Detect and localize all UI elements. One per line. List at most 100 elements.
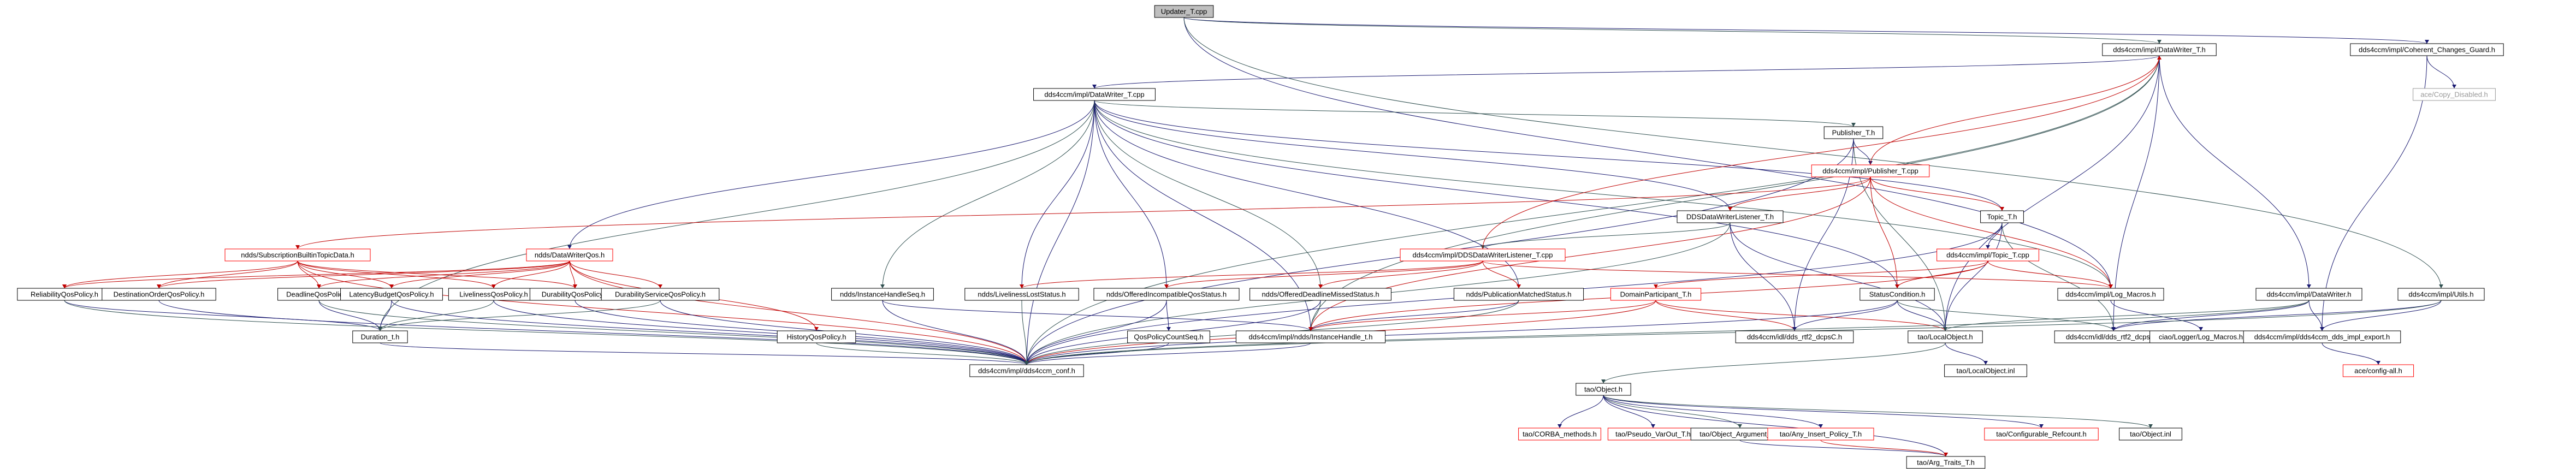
arrowhead [1944, 453, 1948, 456]
node-label: ace/config-all.h [2354, 367, 2402, 375]
node-any-insert[interactable]: tao/Any_Insert_Policy_T.h [1767, 428, 1874, 441]
node-dwl-cpp[interactable]: dds4ccm/impl/DDSDataWriterListener_T.cpp [1400, 248, 1566, 262]
node-box [2342, 364, 2414, 377]
node-label: ndds/OfferedDeadlineMissedStatus.h [1262, 290, 1379, 299]
node-dest-order[interactable]: DestinationOrderQosPolicy.h [102, 288, 216, 301]
node-offered-deadline[interactable]: ndds/OfferedDeadlineMissedStatus.h [1249, 288, 1391, 301]
node-label: HistoryQosPolicy.h [787, 333, 846, 341]
arrowhead [573, 284, 577, 288]
node-topic-h[interactable]: Topic_T.h [1980, 210, 2024, 223]
node-writer-h[interactable]: dds4ccm/impl/DataWriter_T.h [2102, 43, 2217, 56]
edge-dwl_cpp-to-writer_h [1482, 55, 2160, 250]
node-utils[interactable]: dds4ccm/impl/Utils.h [2397, 288, 2485, 301]
node-pub-matched[interactable]: ndds/PublicationMatchedStatus.h [1453, 288, 1584, 301]
arrowhead [1792, 327, 1797, 331]
node-label: ndds/LivelinessLostStatus.h [978, 290, 1065, 299]
node-box [1453, 288, 1584, 301]
node-durability[interactable]: DurabilityQosPolicy.h [529, 288, 621, 301]
node-offered-incompat[interactable]: ndds/OfferedIncompatibleQosStatus.h [1093, 288, 1240, 301]
arrowhead [295, 245, 300, 249]
node-rti-dcps[interactable]: dds4ccm/idl/dds_rtf2_dcpsC.h [1735, 330, 1854, 343]
node-local-obj[interactable]: tao/LocalObject.h [1908, 330, 1983, 343]
node-label: Duration_t.h [361, 333, 400, 341]
node-pseudo-var[interactable]: tao/Pseudo_VarOut_T.h [1607, 428, 1699, 441]
node-duration[interactable]: Duration_t.h [352, 330, 408, 343]
edge-writer_cpp-to-duration [380, 100, 1095, 331]
node-logger[interactable]: ciao/Logger/Log_Macros.h [2149, 330, 2252, 343]
node-domain-part[interactable]: DomainParticipant_T.h [1610, 288, 1702, 301]
node-box [1908, 330, 1983, 343]
node-reliability[interactable]: ReliabilityQosPolicy.h [17, 288, 112, 301]
node-copy-disabled[interactable]: ace/Copy_Disabled.h [2413, 88, 2496, 101]
node-sub-builtin[interactable]: ndds/SubscriptionBuiltinTopicData.h [224, 248, 371, 262]
edge-sub_builtin-to-liveliness_pol [297, 260, 494, 289]
node-label: dds4ccm/impl/ndds/InstanceHandle_t.h [1249, 333, 1373, 341]
node-impl-export[interactable]: dds4ccm/impl/dds4ccm_dds_impl_export.h [2243, 330, 2401, 343]
node-latency[interactable]: LatencyBudgetQosPolicy.h [340, 288, 443, 301]
edge-pub_matched-to-ih_t [1310, 300, 1519, 331]
arrowhead [157, 284, 161, 288]
edge-writer_cpp-to-conf [1026, 100, 1095, 365]
node-impl-writer[interactable]: dds4ccm/impl/DataWriter.h [2255, 288, 2362, 301]
edge-updater-to-writer_h [1183, 17, 2160, 44]
node-tao-object[interactable]: tao/Object.h [1576, 383, 1631, 396]
node-writer-qos[interactable]: ndds/DataWriterQos.h [526, 248, 613, 262]
node-topic-cpp[interactable]: dds4ccm/impl/Topic_T.cpp [1937, 248, 2039, 262]
edge-publisher_cpp-to-status_cond [1870, 176, 1898, 289]
node-label: tao/Any_Insert_Policy_T.h [1780, 430, 1862, 438]
edge-ih_seq-to-conf [882, 300, 1027, 365]
node-history[interactable]: HistoryQosPolicy.h [777, 330, 856, 343]
node-box [1610, 288, 1702, 301]
node-updater[interactable]: Updater_T.cpp [1154, 5, 1214, 18]
node-box [2119, 428, 2182, 441]
node-box [1735, 330, 1854, 343]
edge-dest_order-to-conf [158, 300, 1027, 365]
node-configurable[interactable]: tao/Configurable_Refcount.h [1984, 428, 2099, 441]
node-label: tao/LocalObject.h [1917, 333, 1973, 341]
edge-writer_cpp-to-topic_h [1094, 100, 2003, 211]
node-dur-service[interactable]: DurabilityServiceQosPolicy.h [601, 288, 720, 301]
node-ccg[interactable]: dds4ccm/impl/Coherent_Changes_Guard.h [2350, 43, 2504, 56]
node-box [601, 288, 720, 301]
node-ih-t[interactable]: dds4ccm/impl/ndds/InstanceHandle_t.h [1235, 330, 1386, 343]
arrowhead [658, 284, 662, 288]
node-box [2057, 288, 2164, 301]
node-dwl-h[interactable]: DDSDataWriterListener_T.h [1677, 210, 1784, 223]
edge-writer_h-to-conf [1026, 55, 2160, 365]
node-corba-methods[interactable]: tao/CORBA_methods.h [1518, 428, 1601, 441]
node-rti-dcps2[interactable]: dds4ccm/idl/dds_rtf2_dcpsC.h [2054, 330, 2173, 343]
node-writer-cpp[interactable]: dds4ccm/impl/DataWriter_T.cpp [1033, 88, 1156, 101]
edge-local_obj-to-tao_object [1603, 342, 1946, 384]
node-label: DurabilityServiceQosPolicy.h [615, 290, 706, 299]
node-box [969, 364, 1084, 377]
node-qos-seq[interactable]: QosPolicyCountSeq.h [1127, 330, 1210, 343]
node-status-cond[interactable]: StatusCondition.h [1860, 288, 1935, 301]
edge-impl_export-to-config_all [2322, 342, 2379, 365]
node-box [526, 248, 613, 262]
edge-impl_writer-to-local_obj [1945, 300, 2309, 331]
edge-dwl_cpp-to-lost_status [1021, 260, 1483, 289]
edge-writer_qos-to-dest_order [158, 260, 570, 289]
node-lost-status[interactable]: ndds/LivelinessLostStatus.h [964, 288, 1079, 301]
arrowhead [1986, 245, 1990, 249]
node-obj-argument[interactable]: tao/Object_Argument_T.h [1690, 428, 1790, 441]
node-config-all[interactable]: ace/config-all.h [2342, 364, 2414, 377]
node-conf[interactable]: dds4ccm/impl/dds4ccm_conf.h [969, 364, 1084, 377]
edge-writer_h-to-writer_cpp [1094, 55, 2160, 89]
edge-tao_object-to-arg_traits [1603, 395, 1946, 457]
node-local-obj-inl[interactable]: tao/LocalObject.inl [1944, 364, 2027, 377]
node-publisher-h[interactable]: Publisher_T.h [1823, 126, 1884, 139]
node-label: DestinationOrderQosPolicy.h [114, 290, 205, 299]
node-log-macros[interactable]: dds4ccm/impl/Log_Macros.h [2057, 288, 2164, 301]
node-box [1937, 248, 2039, 262]
node-ih-seq[interactable]: ndds/InstanceHandleSeq.h [831, 288, 934, 301]
node-object-inl[interactable]: tao/Object.inl [2119, 428, 2182, 441]
node-deadline[interactable]: DeadlineQosPolicy.h [277, 288, 360, 301]
node-liveliness-pol[interactable]: LivelinessQosPolicy.h [448, 288, 540, 301]
edges [62, 17, 2456, 457]
node-label: dds4ccm/impl/Coherent_Changes_Guard.h [2359, 46, 2495, 54]
node-arg-traits[interactable]: tao/Arg_Traits_T.h [1906, 456, 1986, 469]
edge-ccg-to-impl_export [2322, 55, 2427, 331]
node-publisher-cpp[interactable]: dds4ccm/impl/Publisher_T.cpp [1811, 164, 1930, 177]
node-label: ndds/SubscriptionBuiltinTopicData.h [241, 251, 354, 259]
